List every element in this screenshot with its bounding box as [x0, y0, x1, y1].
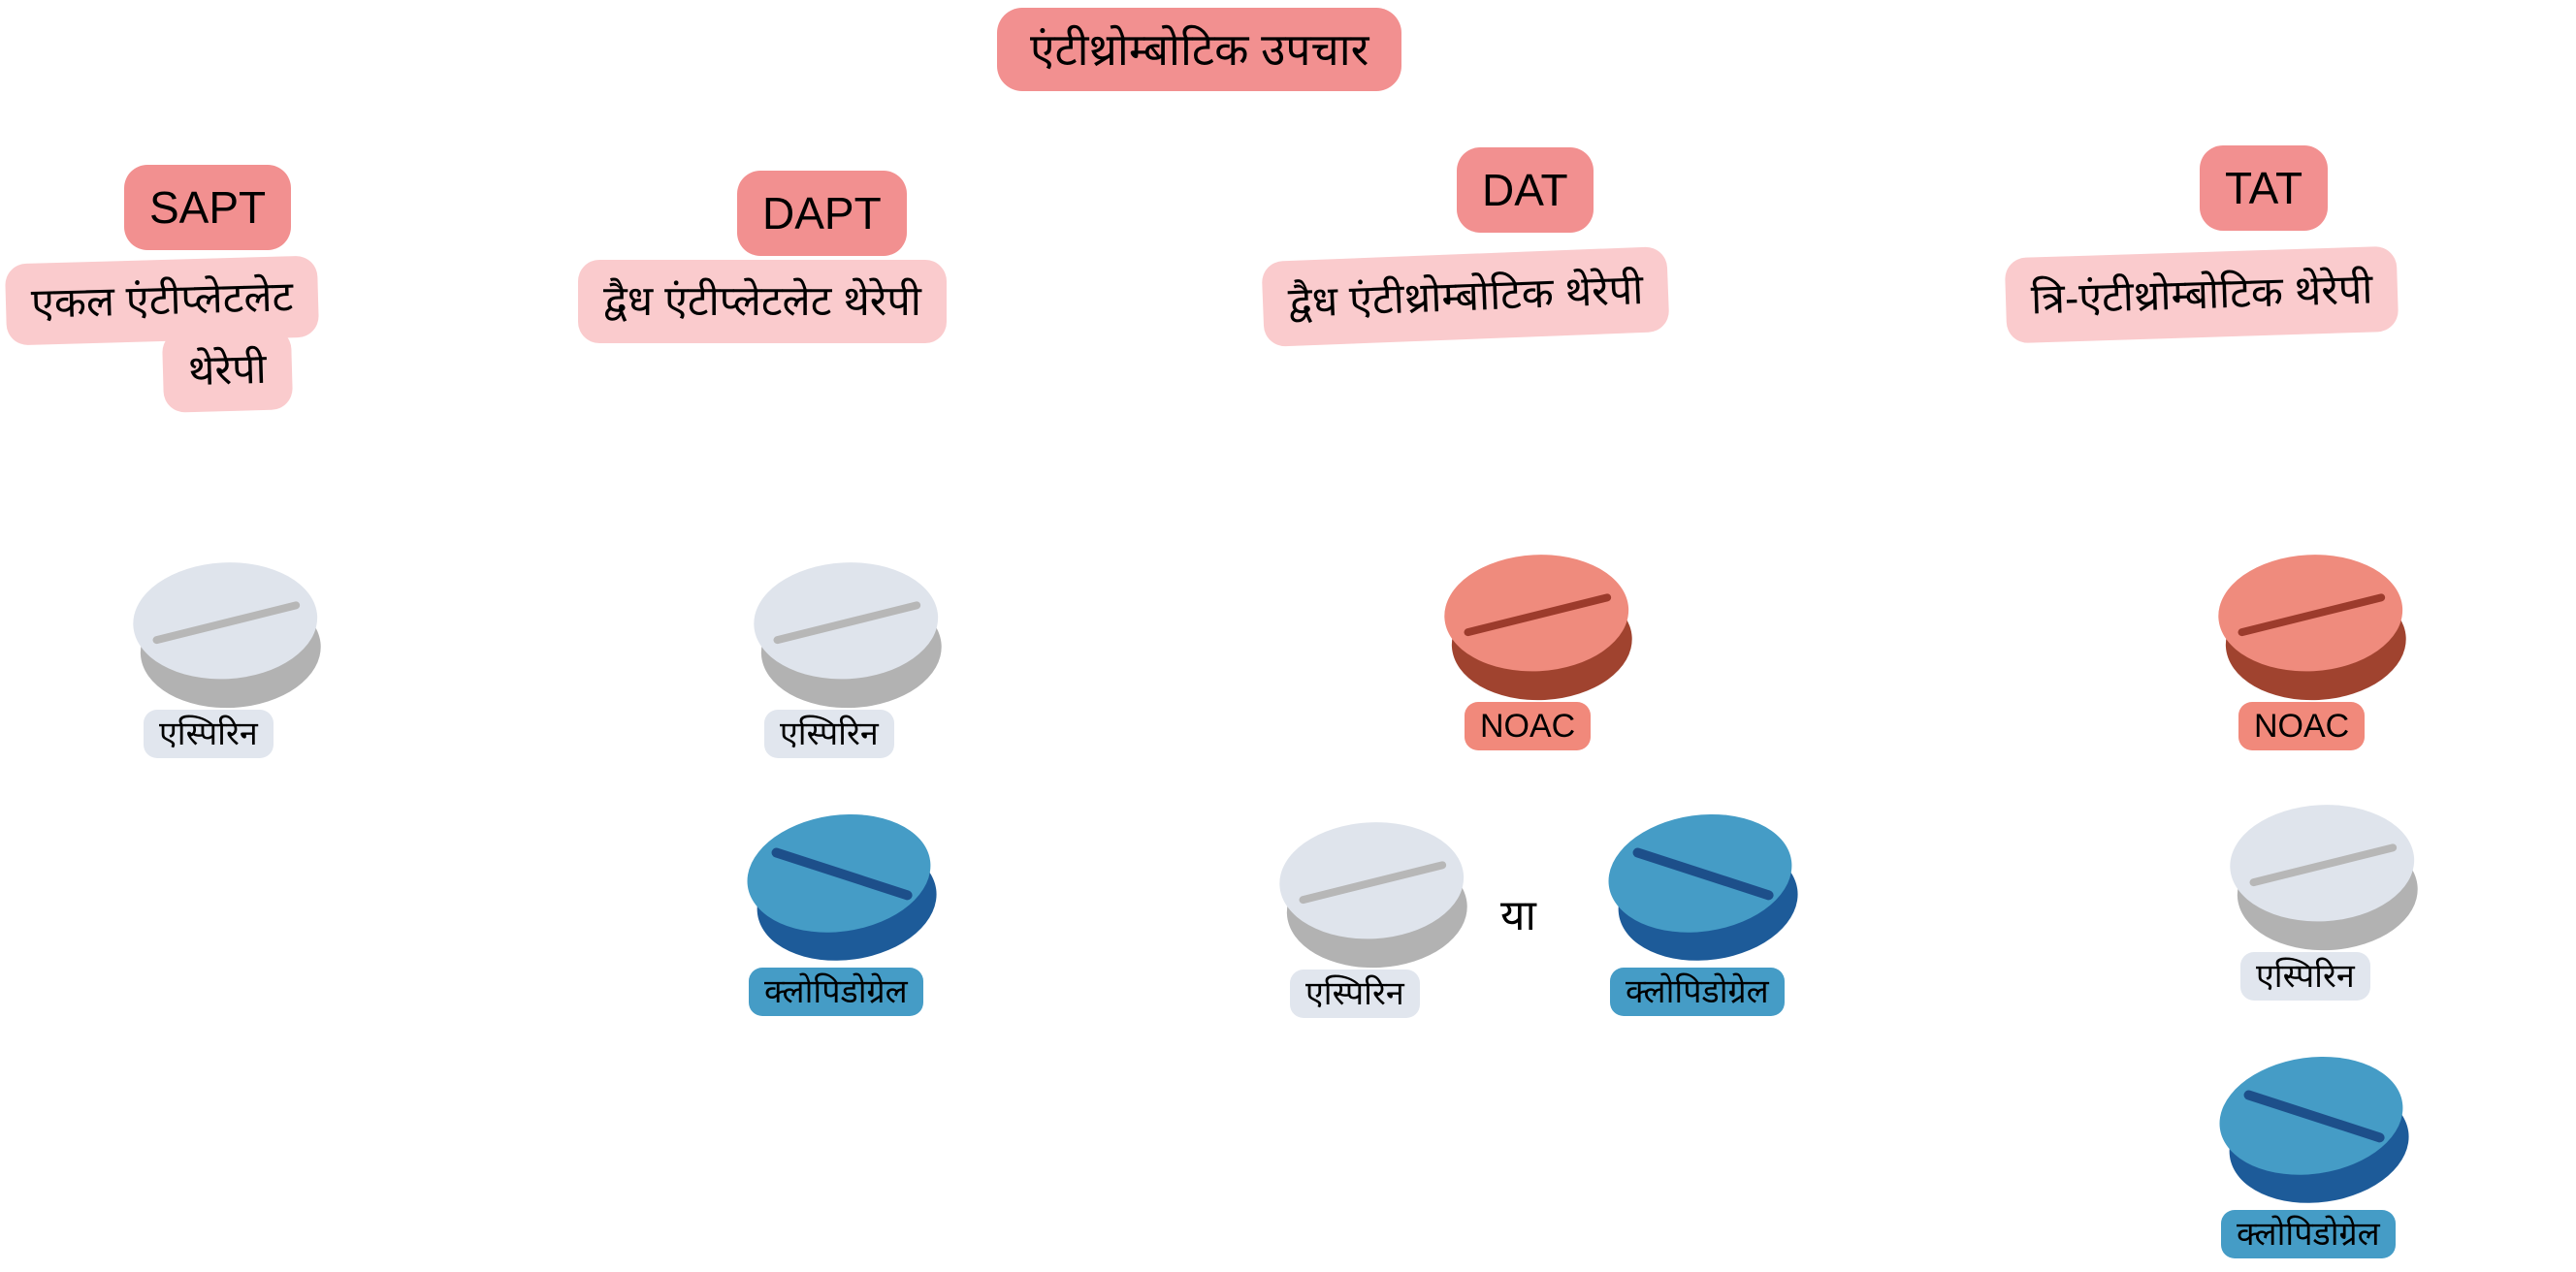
aspirin-pill-icon — [751, 557, 952, 713]
column-acronym-sapt-text: SAPT — [149, 182, 267, 233]
column-subtitle-dat-text: द्वैध एंटीथ्रोम्बोटिक थेरेपी — [1287, 266, 1645, 327]
column-acronym-dat-text: DAT — [1482, 165, 1568, 215]
pill-group-tat-aspirin: एस्पिरिन — [2227, 800, 2425, 1001]
column-subtitle-tat-text: त्रि-एंटीथ्रोम्बोटिक थेरेपी — [2030, 265, 2374, 324]
drug-label-aspirin-text: एस्पिरिन — [780, 716, 879, 752]
pill-group-dat-aspirin: एस्पिरिन — [1276, 817, 1474, 1018]
clopidogrel-pill-icon — [2211, 1044, 2425, 1215]
column-acronym-dapt-text: DAPT — [762, 188, 882, 238]
drug-label-aspirin: एस्पिरिन — [2240, 952, 2370, 1001]
pill-group-dapt-aspirin: एस्पिरिन — [751, 557, 949, 758]
column-subtitle-sapt-line1-text: एकल एंटीप्लेटलेट — [30, 272, 294, 328]
column-acronym-tat: TAT — [2200, 145, 2329, 231]
drug-label-clopidogrel-text: क्लोपिडोग्रेल — [764, 973, 908, 1010]
aspirin-pill-icon — [2227, 800, 2429, 955]
drug-label-clopidogrel: क्लोपिडोग्रेल — [2221, 1210, 2396, 1258]
column-subtitle-dat: द्वैध एंटीथ्रोम्बोटिक थेरेपी — [1261, 246, 1670, 347]
column-subtitle-dapt-text: द्वैध एंटीप्लेटलेट थेरेपी — [603, 277, 921, 325]
column-subtitle-sapt-line2-text: थेरेपी — [187, 345, 268, 395]
drug-label-noac: NOAC — [1465, 702, 1592, 750]
pill-group-dapt-clopidogrel: क्लोपिडोग्रेल — [739, 803, 945, 1016]
column-acronym-dapt: DAPT — [737, 171, 907, 256]
drug-label-aspirin-text: एस्पिरिन — [1305, 975, 1404, 1012]
pill-group-dat-noac: NOAC — [1441, 550, 1639, 750]
pill-group-tat-clopidogrel: क्लोपिडोग्रेल — [2211, 1045, 2417, 1258]
drug-label-clopidogrel: क्लोपिडोग्रेल — [749, 968, 923, 1016]
drug-label-aspirin: एस्पिरिन — [144, 710, 274, 758]
drug-label-aspirin-text: एस्पिरिन — [2256, 958, 2355, 995]
drug-label-clopidogrel-text: क्लोपिडोग्रेल — [2237, 1216, 2380, 1253]
or-separator-label: या — [1500, 884, 1536, 942]
clopidogrel-pill-icon — [1600, 802, 1814, 972]
noac-pill-icon — [2215, 550, 2417, 705]
diagram-title-badge: एंटीथ्रोम्बोटिक उपचार — [997, 8, 1402, 91]
pill-group-tat-noac: NOAC — [2215, 550, 2413, 750]
drug-label-aspirin-text: एस्पिरिन — [159, 716, 258, 752]
column-acronym-tat-text: TAT — [2225, 163, 2303, 213]
pill-group-sapt-aspirin: एस्पिरिन — [130, 557, 328, 758]
drug-label-clopidogrel: क्लोपिडोग्रेल — [1610, 968, 1785, 1016]
drug-label-noac: NOAC — [2238, 702, 2366, 750]
diagram-title-text: एंटीथ्रोम्बोटिक उपचार — [1030, 24, 1369, 75]
noac-pill-icon — [1441, 550, 1643, 705]
drug-label-aspirin: एस्पिरिन — [1290, 970, 1420, 1018]
drug-label-noac-text: NOAC — [2254, 708, 2350, 745]
or-separator-text: या — [1500, 892, 1536, 939]
drug-label-noac-text: NOAC — [1480, 708, 1576, 745]
aspirin-pill-icon — [130, 557, 332, 713]
aspirin-pill-icon — [1276, 817, 1478, 972]
column-subtitle-tat: त्रि-एंटीथ्रोम्बोटिक थेरेपी — [2004, 245, 2399, 344]
column-acronym-dat: DAT — [1457, 147, 1594, 233]
column-acronym-sapt: SAPT — [124, 165, 292, 250]
pill-group-dat-clopidogrel: क्लोपिडोग्रेल — [1600, 803, 1806, 1016]
drug-label-clopidogrel-text: क्लोपिडोग्रेल — [1626, 973, 1769, 1010]
column-subtitle-dapt: द्वैध एंटीप्लेटलेट थेरेपी — [578, 260, 947, 343]
clopidogrel-pill-icon — [739, 802, 952, 972]
column-subtitle-sapt-line2: थेरेपी — [161, 328, 293, 413]
drug-label-aspirin: एस्पिरिन — [764, 710, 894, 758]
